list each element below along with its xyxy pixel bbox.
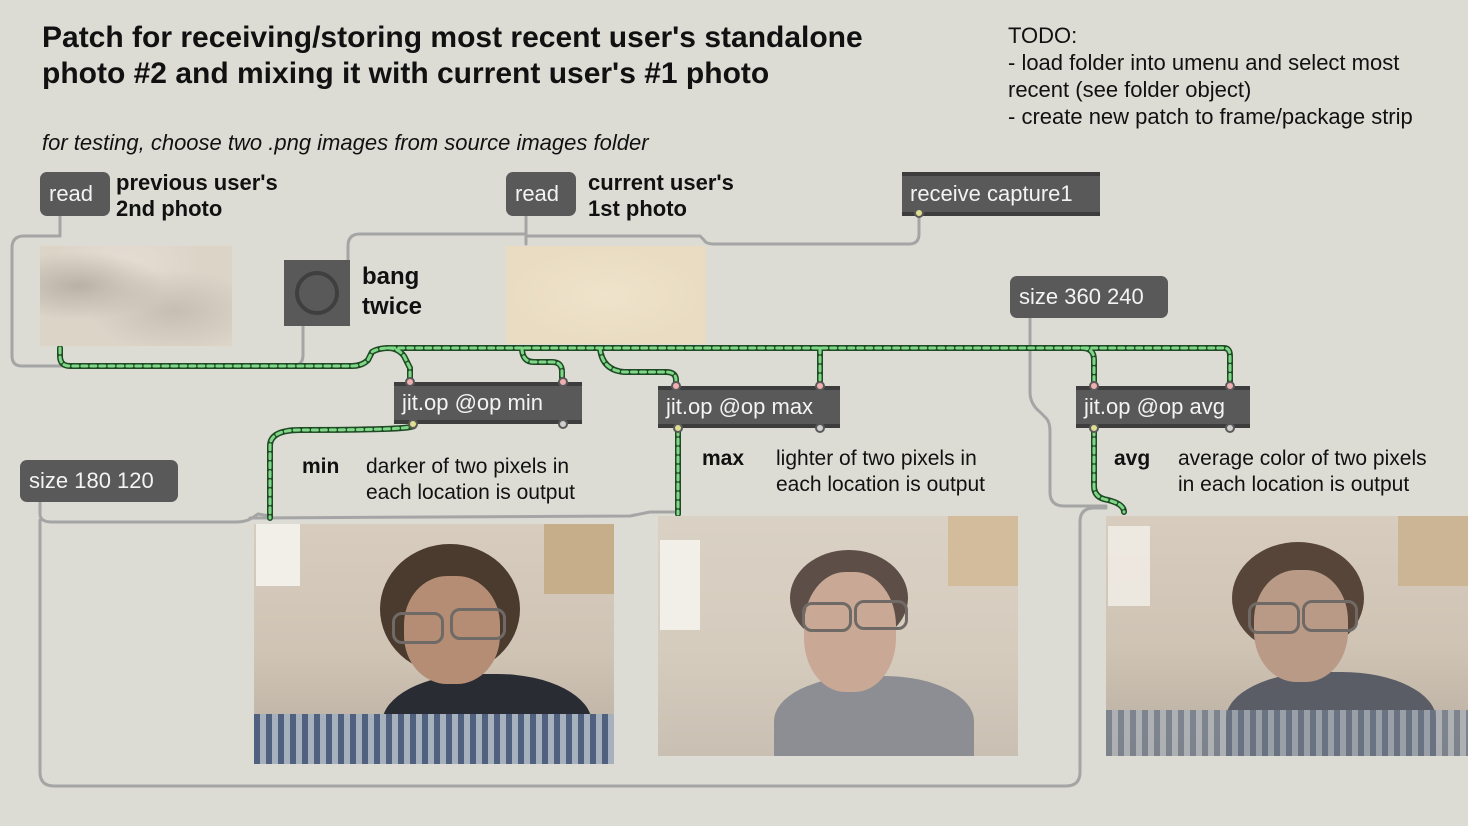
avg-op-label: avg xyxy=(1114,447,1151,470)
min-description: darker of two pixels in each location is… xyxy=(366,454,575,506)
avg-right-inlet[interactable] xyxy=(1225,381,1235,391)
bang-caption: bang twice xyxy=(362,262,422,322)
min-left-inlet[interactable] xyxy=(405,377,415,387)
cord-receive-to-thumb2 xyxy=(526,212,921,246)
bang-button[interactable] xyxy=(284,260,350,326)
jit-op-min-object[interactable]: jit.op @op min xyxy=(394,382,582,424)
max-right-inlet[interactable] xyxy=(815,381,825,391)
description-line: average color of two pixels xyxy=(1178,447,1427,470)
caption-line: bang xyxy=(362,263,420,290)
patch-title: Patch for receiving/storing most recent … xyxy=(42,21,863,90)
description-line: each location is output xyxy=(366,481,575,504)
current-photo-preview[interactable] xyxy=(506,246,706,344)
min-output-window[interactable] xyxy=(254,524,614,764)
object-label: receive capture1 xyxy=(910,181,1073,206)
todo-line: recent (see folder object) xyxy=(1008,77,1252,102)
todo-note: TODO: - load folder into umenu and selec… xyxy=(1008,22,1413,130)
cord-bang-to-read2 xyxy=(346,232,526,264)
receive-outlet[interactable] xyxy=(914,208,924,218)
todo-line: - create new patch to frame/package stri… xyxy=(1008,104,1413,129)
size-360-240-message[interactable]: size 360 240 xyxy=(1010,276,1168,318)
caption-line: twice xyxy=(362,293,423,320)
avg-left-outlet[interactable] xyxy=(1089,423,1099,433)
jit-op-max-object[interactable]: jit.op @op max xyxy=(658,386,840,428)
testing-instructions: for testing, choose two .png images from… xyxy=(42,130,649,155)
todo-line: - load folder into umenu and select most xyxy=(1008,50,1400,75)
current-photo-caption: current user's 1st photo xyxy=(588,170,734,222)
cord-size180-to-min xyxy=(38,498,272,524)
min-left-outlet[interactable] xyxy=(408,419,418,429)
avg-output-window[interactable] xyxy=(1106,516,1468,756)
receive-capture1-object[interactable]: receive capture1 xyxy=(902,172,1100,216)
todo-header: TODO: xyxy=(1008,23,1078,48)
max-op-label: max xyxy=(702,447,745,470)
cord-size180-to-max xyxy=(248,510,678,520)
max-left-inlet[interactable] xyxy=(671,381,681,391)
read-previous-photo-button[interactable]: read xyxy=(40,172,110,216)
object-label: jit.op @op max xyxy=(666,394,814,419)
previous-photo-caption: previous user's 2nd photo xyxy=(116,170,278,222)
cord-size360-to-avg xyxy=(1028,316,1108,508)
read-current-photo-button[interactable]: read xyxy=(506,172,576,216)
max-left-outlet[interactable] xyxy=(673,423,683,433)
caption-line: 2nd photo xyxy=(116,196,223,221)
caption-line: 1st photo xyxy=(588,196,687,221)
max-description: lighter of two pixels in each location i… xyxy=(776,446,985,498)
cord-read1-to-thumb1 xyxy=(10,212,305,368)
description-line: darker of two pixels in xyxy=(366,455,570,478)
max-right-outlet[interactable] xyxy=(815,423,825,433)
description-line: in each location is output xyxy=(1178,473,1410,496)
min-right-inlet[interactable] xyxy=(558,377,568,387)
jit-op-avg-object[interactable]: jit.op @op avg xyxy=(1076,386,1250,428)
caption-line: current user's xyxy=(588,170,734,195)
bang-circle-icon xyxy=(295,271,339,315)
size-180-120-message[interactable]: size 180 120 xyxy=(20,460,178,502)
description-line: lighter of two pixels in xyxy=(776,447,977,470)
min-right-outlet[interactable] xyxy=(558,419,568,429)
avg-description: average color of two pixels in each loca… xyxy=(1178,446,1427,498)
description-line: each location is output xyxy=(776,473,985,496)
avg-right-outlet[interactable] xyxy=(1225,423,1235,433)
object-label: jit.op @op avg xyxy=(1084,394,1225,419)
cord-size180-long xyxy=(38,506,1108,788)
min-op-label: min xyxy=(302,455,340,478)
object-label: jit.op @op min xyxy=(402,390,543,415)
avg-left-inlet[interactable] xyxy=(1089,381,1099,391)
max-output-window[interactable] xyxy=(658,516,1018,756)
previous-photo-preview[interactable] xyxy=(40,246,232,346)
caption-line: previous user's xyxy=(116,170,278,195)
